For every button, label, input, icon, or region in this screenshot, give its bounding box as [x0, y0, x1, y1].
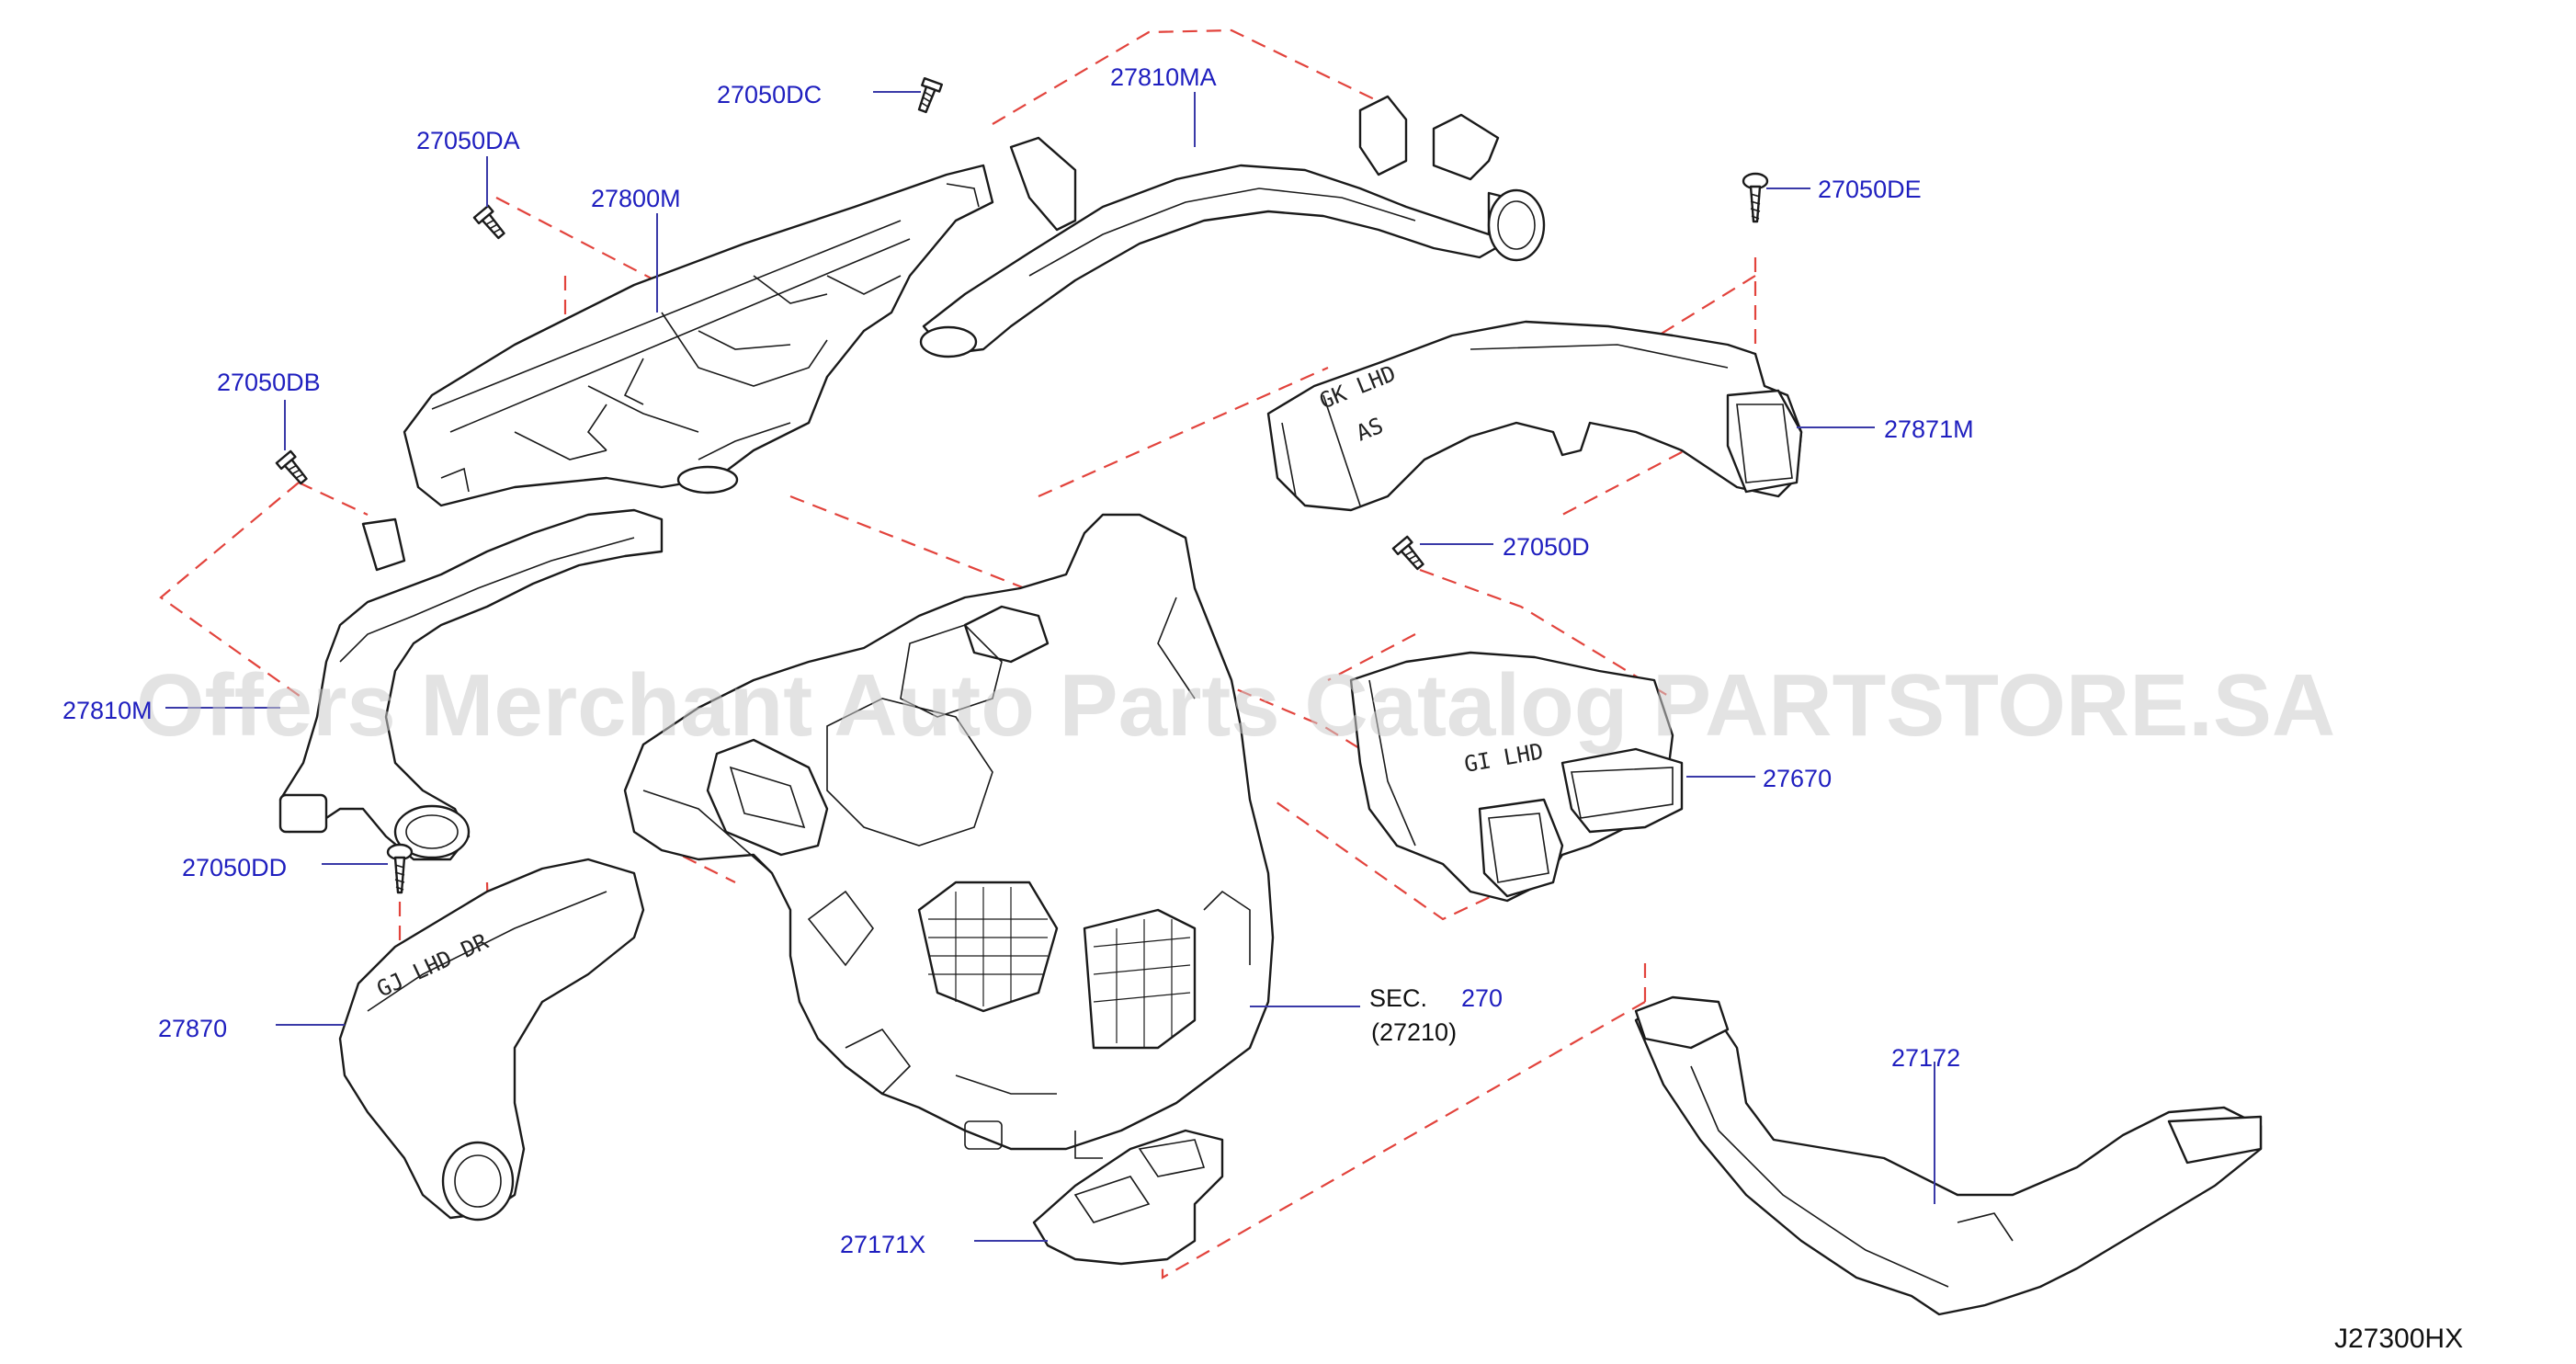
bolt-27050db — [275, 449, 308, 485]
part-callouts: 27050DC 27810MA 27050DA 27800M 27050DE 2… — [62, 63, 1974, 1258]
leader-lines — [165, 91, 1935, 1242]
callout-27050db[interactable]: 27050DB — [217, 369, 321, 396]
part-27172-drawing — [1634, 995, 2263, 1316]
callout-27050de[interactable]: 27050DE — [1818, 176, 1922, 203]
callout-27871m[interactable]: 27871M — [1884, 415, 1974, 443]
part-hvac-unit-drawing — [623, 513, 1275, 1159]
bolt-27050dc — [917, 76, 944, 114]
fasteners — [275, 76, 1769, 894]
callout-27810m[interactable]: 27810M — [62, 697, 153, 724]
part-27800m-drawing — [403, 164, 994, 507]
callout-27670[interactable]: 27670 — [1763, 765, 1832, 792]
section-ref-sub: (27210) — [1371, 1018, 1457, 1046]
diagram-reference-code: J27300HX — [2334, 1324, 2463, 1354]
bolt-27050da — [472, 204, 505, 240]
part-27810ma-drawing — [919, 95, 1546, 358]
screw-27050dd — [386, 843, 414, 894]
callout-27050d[interactable]: 27050D — [1503, 533, 1590, 561]
part-27171x-drawing — [1032, 1129, 1224, 1266]
part-27870-drawing: GJ LHD DR — [338, 858, 645, 1222]
callout-27800m[interactable]: 27800M — [591, 185, 681, 212]
part-27810m-drawing — [278, 508, 664, 861]
callout-27810ma[interactable]: 27810MA — [1110, 63, 1217, 91]
part-27670-drawing: GI LHD — [1349, 651, 1684, 903]
callout-27050dd[interactable]: 27050DD — [182, 854, 287, 881]
bolt-27050d — [1391, 535, 1424, 571]
part-27871m-drawing: GK LHD AS — [1266, 320, 1803, 512]
section-ref-number[interactable]: 270 — [1461, 984, 1503, 1012]
callout-27870[interactable]: 27870 — [158, 1015, 227, 1042]
section-reference[interactable]: SEC. 270 (27210) — [1369, 984, 1503, 1046]
section-ref-prefix: SEC. — [1369, 984, 1427, 1012]
callout-27171x[interactable]: 27171X — [840, 1231, 925, 1258]
screw-27050de — [1742, 172, 1769, 223]
watermark-text: Offers Merchant Auto Parts Catalog PARTS… — [136, 656, 2335, 755]
callout-27172[interactable]: 27172 — [1891, 1044, 1960, 1072]
callout-27050da[interactable]: 27050DA — [416, 127, 520, 154]
callout-27050dc[interactable]: 27050DC — [717, 81, 822, 108]
